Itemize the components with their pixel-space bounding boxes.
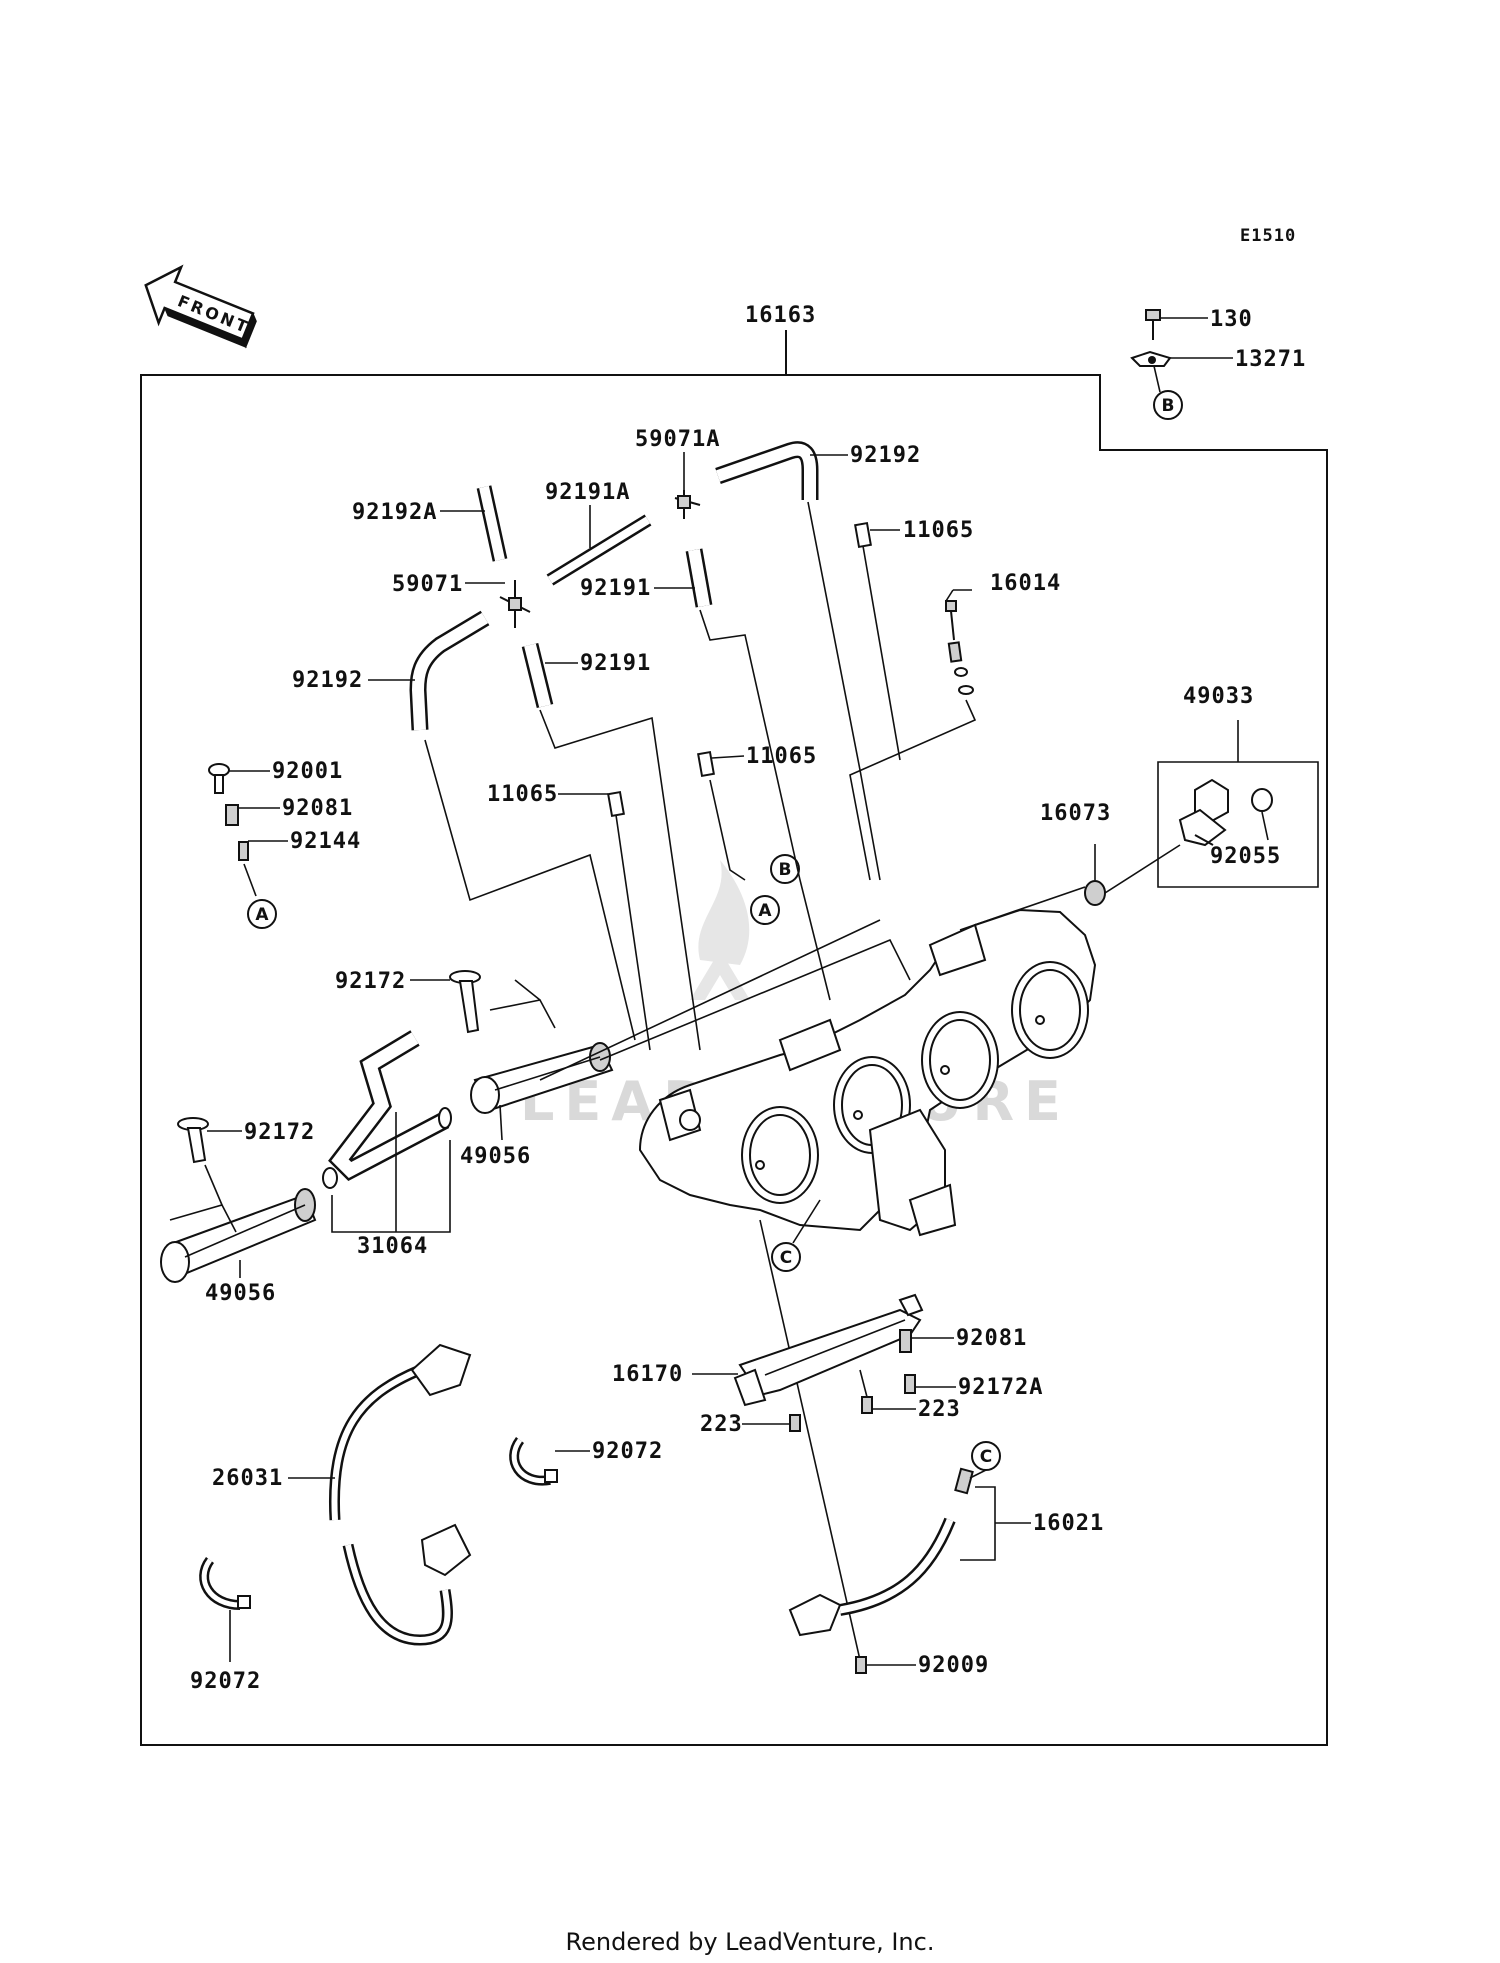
- screw-223-a: [789, 1414, 801, 1432]
- sensor-16021: [788, 1467, 974, 1637]
- label-11065-b: 11065: [746, 744, 817, 769]
- throttle-body: [638, 908, 1097, 1237]
- hose-92191-b: [521, 642, 554, 709]
- screw-set-16014: [945, 600, 974, 695]
- sensor-49033: [1178, 778, 1229, 847]
- bracket-13271: [1130, 350, 1172, 367]
- label-92191A: 92191A: [545, 480, 630, 505]
- label-31064: 31064: [357, 1234, 428, 1259]
- label-92072-b: 92072: [190, 1669, 261, 1694]
- svg-text:A: A: [758, 901, 772, 921]
- label-13271: 13271: [1235, 347, 1306, 372]
- screw-92172A: [904, 1374, 916, 1394]
- label-92055: 92055: [1210, 844, 1281, 869]
- screw-92172-a: [449, 970, 481, 1034]
- guide-lines: [424, 501, 1086, 1081]
- spring-92081-b: [899, 1329, 912, 1353]
- svg-text:B: B: [1162, 396, 1175, 416]
- callout-a-mid: A: [750, 895, 780, 925]
- grommet-16073: [1084, 880, 1106, 906]
- label-26031: 26031: [212, 1466, 283, 1491]
- screw-92009: [855, 1656, 867, 1674]
- label-59071: 59071: [392, 572, 463, 597]
- hose-92192A: [476, 485, 508, 562]
- label-11065-c: 11065: [487, 782, 558, 807]
- label-16021: 16021: [1033, 1511, 1104, 1536]
- hose-92191A: [546, 514, 652, 586]
- pipe-31064: [322, 1030, 452, 1189]
- screw-223-b: [861, 1396, 873, 1414]
- label-92172A: 92172A: [958, 1375, 1043, 1400]
- label-92081-b: 92081: [956, 1326, 1027, 1351]
- bolt-130: [1145, 309, 1161, 340]
- callout-a-left: A: [247, 899, 277, 929]
- label-92191-b: 92191: [580, 651, 651, 676]
- clamp-92072-a: [509, 1437, 558, 1486]
- label-49056-a: 49056: [460, 1144, 531, 1169]
- cap-11065-b: [697, 750, 715, 778]
- hose-92192-top: [715, 441, 819, 500]
- label-92191-a: 92191: [580, 576, 651, 601]
- harness-26031: [328, 1343, 472, 1646]
- cap-11065-c: [607, 790, 625, 818]
- label-92144: 92144: [290, 829, 361, 854]
- screw-92172-b: [177, 1117, 209, 1164]
- label-16014: 16014: [990, 571, 1061, 596]
- label-16073: 16073: [1040, 801, 1111, 826]
- svg-text:A: A: [255, 905, 269, 925]
- label-223-b: 223: [918, 1397, 961, 1422]
- clamp-92072-b: [199, 1557, 251, 1610]
- label-16163: 16163: [745, 303, 816, 328]
- footer-credit: Rendered by LeadVenture, Inc.: [566, 1928, 935, 1956]
- label-49056-b: 49056: [205, 1281, 276, 1306]
- spring-92144: [238, 841, 249, 861]
- label-11065-a: 11065: [903, 518, 974, 543]
- label-92172-a: 92172: [335, 969, 406, 994]
- label-92009: 92009: [918, 1653, 989, 1678]
- label-92192-left: 92192: [292, 668, 363, 693]
- svg-text:B: B: [779, 860, 792, 880]
- o-ring-92055: [1251, 788, 1273, 812]
- fuel-rail-49056-b: [160, 1188, 317, 1283]
- callout-b-top: B: [1153, 390, 1183, 420]
- bracket-16170: [733, 1293, 924, 1407]
- label-223-a: 223: [700, 1412, 743, 1437]
- label-92192A: 92192A: [352, 500, 437, 525]
- cross-59071: [499, 580, 531, 628]
- spring-92081-a: [225, 804, 239, 826]
- callout-c-mid: C: [771, 1242, 801, 1272]
- sensor-group-box: [1157, 761, 1319, 888]
- screw-92001: [208, 763, 230, 794]
- label-92072-a: 92072: [592, 1439, 663, 1464]
- svg-text:C: C: [780, 1248, 792, 1268]
- label-92081-a: 92081: [282, 796, 353, 821]
- callout-c-right: C: [971, 1441, 1001, 1471]
- label-16170: 16170: [612, 1362, 683, 1387]
- hose-92192-left: [409, 610, 490, 731]
- label-92192-top: 92192: [850, 443, 921, 468]
- hose-92191-a: [685, 548, 713, 608]
- svg-text:C: C: [980, 1447, 992, 1467]
- label-92001: 92001: [272, 759, 343, 784]
- diagram-code: E1510: [1240, 226, 1296, 246]
- label-92172-b: 92172: [244, 1120, 315, 1145]
- part-labels: 16163 130 13271 59071A 92192 92192A 9219…: [190, 303, 1306, 1694]
- cap-11065-a: [854, 521, 872, 549]
- assembly-frame: [140, 374, 1328, 1746]
- label-49033: 49033: [1183, 684, 1254, 709]
- tee-59071A: [674, 490, 701, 519]
- callout-b-mid: B: [770, 854, 800, 884]
- front-arrow: FRONT: [144, 264, 257, 349]
- label-59071A: 59071A: [635, 427, 720, 452]
- label-130: 130: [1210, 307, 1253, 332]
